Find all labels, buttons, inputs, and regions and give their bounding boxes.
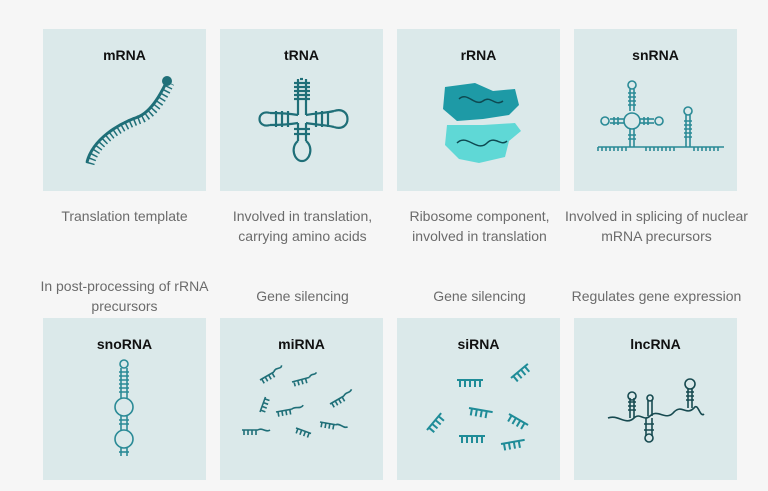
- description-snorna: In post-processing of rRNA precursors: [40, 278, 209, 314]
- card-title: siRNA: [457, 336, 500, 352]
- mirna-fragments-icon: [242, 365, 353, 438]
- description-rrna: Ribosome component, involved in translat…: [409, 208, 550, 244]
- ribosome-subunits-icon: [443, 83, 521, 163]
- mrna-strand-icon: [85, 76, 175, 166]
- card-mirna: miRNA: [220, 318, 383, 480]
- card-mrna: mRNA: [43, 29, 206, 191]
- trna-cloverleaf-icon: [258, 77, 349, 163]
- card-snorna: snoRNA: [43, 318, 206, 480]
- card-title: lncRNA: [630, 336, 681, 352]
- snrna-structure-icon: [597, 80, 724, 151]
- card-title: snRNA: [632, 47, 679, 63]
- description-snrna: Involved in splicing of nuclear mRNA pre…: [565, 208, 748, 244]
- card-trna: tRNA: [220, 29, 383, 191]
- lncrna-strand-icon: [607, 378, 705, 443]
- sirna-duplexes-icon: [426, 363, 531, 451]
- card-title: tRNA: [284, 47, 319, 63]
- snorna-hairpin-icon: [114, 359, 134, 456]
- description-trna: Involved in translation, carrying amino …: [232, 208, 373, 244]
- card-title: mRNA: [103, 47, 146, 63]
- card-sirna: siRNA: [397, 318, 560, 480]
- card-snrna: snRNA: [574, 29, 737, 191]
- card-title: rRNA: [460, 47, 497, 63]
- card-title: snoRNA: [96, 336, 153, 352]
- card-title: miRNA: [278, 336, 325, 352]
- description-mrna: Translation template: [61, 208, 188, 224]
- description-sirna: Gene silencing: [433, 288, 526, 304]
- description-mirna: Gene silencing: [256, 288, 349, 304]
- card-rrna: rRNA: [397, 29, 560, 191]
- card-lncrna: lncRNA: [574, 318, 737, 480]
- description-lncrna: Regulates gene expression: [571, 288, 742, 304]
